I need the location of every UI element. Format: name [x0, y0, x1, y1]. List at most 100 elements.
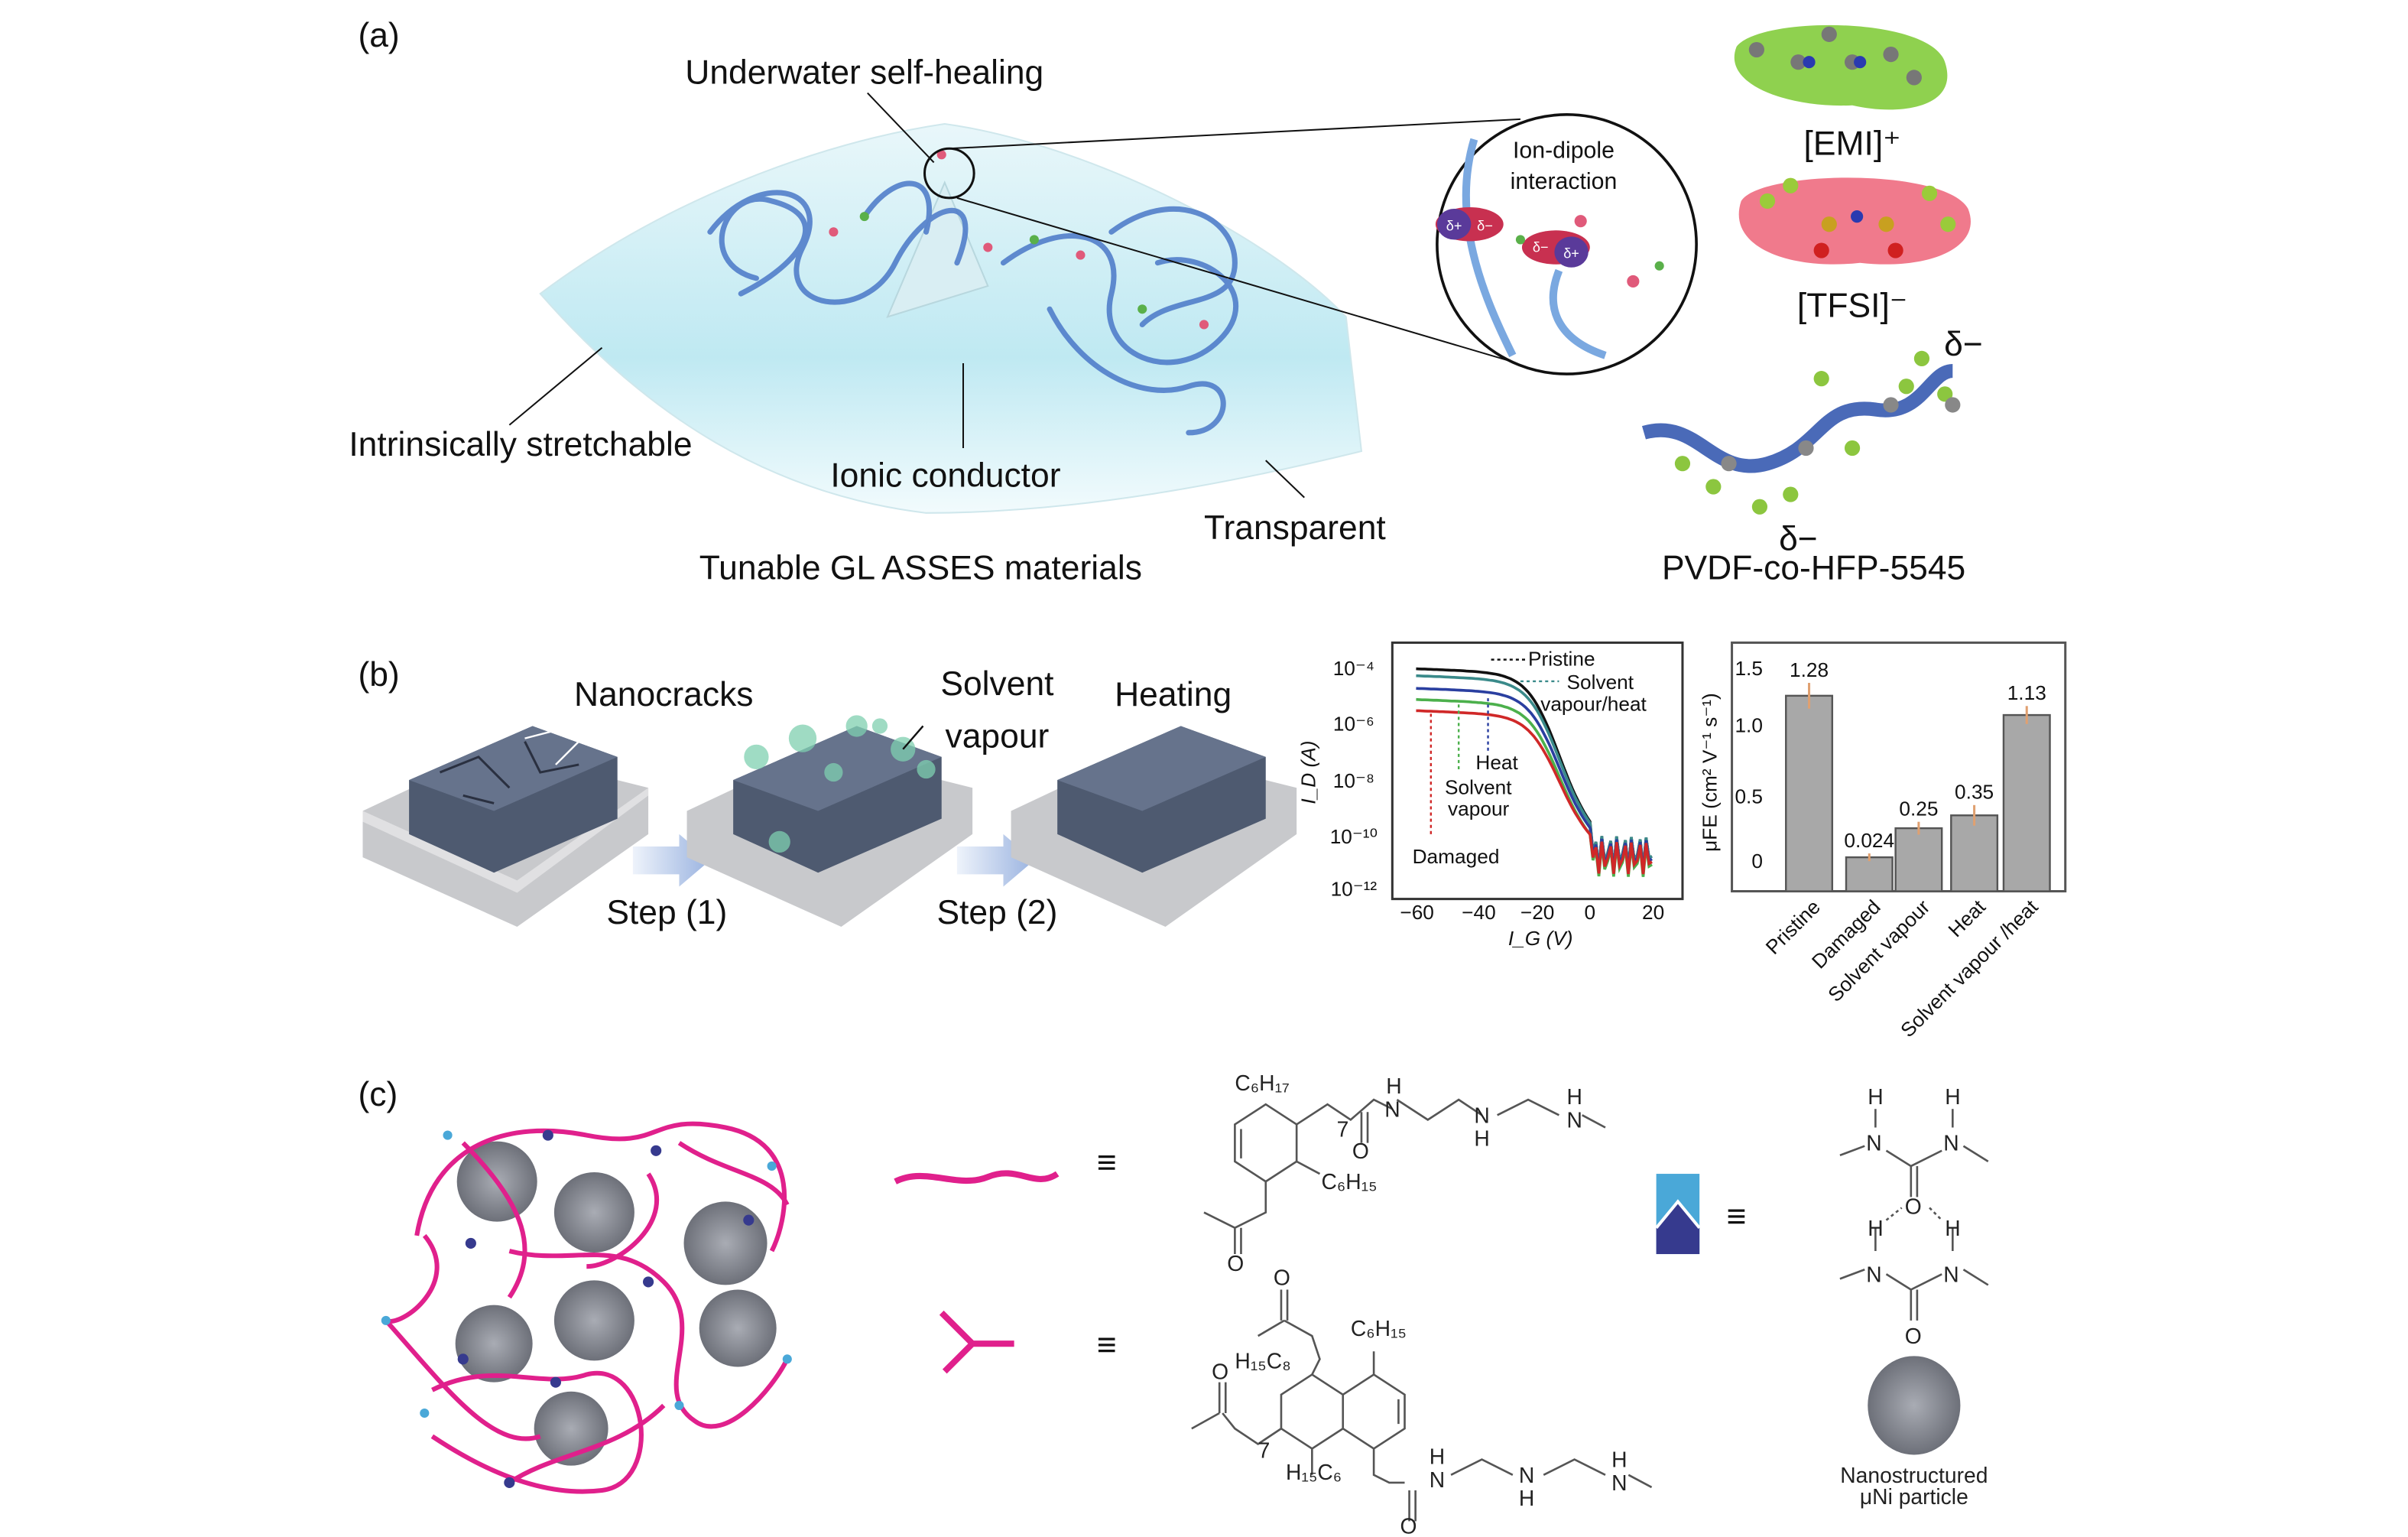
- nanocracks-label: Nanocracks: [574, 676, 753, 713]
- chem-o: O: [1212, 1360, 1228, 1384]
- chem-h: H: [1519, 1486, 1534, 1510]
- annot-damaged: Damaged: [1413, 845, 1500, 868]
- cube-nanocracks: [362, 726, 649, 927]
- hydrogen-bond-icon: [1655, 1174, 1701, 1255]
- bar-value-label: 1.28: [1790, 658, 1829, 681]
- bar: [2002, 713, 2051, 892]
- cube-solvent: [686, 715, 973, 927]
- tfsi-molecule: [1738, 177, 1971, 265]
- bar: [1785, 694, 1834, 892]
- emi-label: [EMI]⁺: [1804, 125, 1901, 162]
- category-label: Heat: [1944, 895, 1991, 941]
- transparent-label: Transparent: [1204, 509, 1386, 547]
- x-tick-label: −60: [1400, 901, 1434, 924]
- solvent-pointer: [902, 725, 924, 750]
- heating-label: Heating: [1115, 676, 1232, 713]
- chem-h: H: [1474, 1126, 1489, 1151]
- bar-value-label: 0.024: [1844, 829, 1894, 852]
- urea-h: H: [1868, 1216, 1883, 1240]
- ionic-label: Ionic conductor: [830, 457, 1060, 494]
- delta-plus-charge: δ+: [1446, 218, 1462, 233]
- urea-n: N: [1866, 1131, 1881, 1155]
- chem-h15c8: H₁₅C₈: [1235, 1348, 1290, 1373]
- underwater-self-healing-label: Underwater self-healing: [685, 54, 1043, 91]
- zoom-text-line1: Ion-dipole: [1513, 138, 1615, 163]
- delta-plus-charge-2: δ+: [1563, 246, 1579, 262]
- x-tick-label: −40: [1462, 901, 1496, 924]
- tfsi-label: [TFSI]⁻: [1797, 287, 1907, 324]
- solvent-label-line2: vapour: [946, 718, 1050, 756]
- urea-o: O: [1905, 1324, 1922, 1348]
- chem-h: H: [1430, 1444, 1445, 1469]
- chem-c6h15: C₆H₁₅: [1351, 1316, 1407, 1340]
- chem-n: N: [1567, 1107, 1582, 1132]
- y-axis-title: I_D (A): [1296, 740, 1319, 804]
- bar-value-label: 0.25: [1899, 798, 1938, 820]
- panel-c: (c) ≡ ≡ C₆H₁₇ O C₆H₁₅: [358, 1071, 1989, 1537]
- branched-polymer-icon: [939, 1310, 1014, 1374]
- urea-o: O: [1905, 1194, 1922, 1219]
- zoom-text-line2: interaction: [1511, 169, 1618, 194]
- chem-n: N: [1430, 1467, 1445, 1492]
- urea-h: H: [1868, 1084, 1883, 1109]
- chem-o: O: [1227, 1251, 1244, 1275]
- chem-n: N: [1519, 1463, 1534, 1487]
- annot-solvent-1: Solvent: [1445, 775, 1512, 798]
- zoom-line-bottom: [956, 197, 1544, 372]
- polymer-chains: [707, 180, 1239, 436]
- urea-h: H: [1945, 1216, 1960, 1240]
- step1-label: Step (1): [606, 894, 727, 931]
- y-tick-label: 10⁻¹⁰: [1330, 825, 1378, 848]
- chem-h: H: [1386, 1074, 1401, 1098]
- particle-label-line1: Nanostructured: [1840, 1463, 1988, 1487]
- ni-particle: [1868, 1356, 1961, 1455]
- y-tick-label: 10⁻⁸: [1333, 769, 1374, 792]
- panel-c-label: (c): [358, 1076, 398, 1113]
- particle-label-line2: μNi particle: [1860, 1484, 1968, 1509]
- delta-minus-charge: δ−: [1477, 218, 1493, 233]
- chem-structure-branched: O C₆H₁₅ H₁₅C₈ O 7 H₁₅C₆ O H N N H H N: [1191, 1265, 1653, 1537]
- series-line-damaged: [1416, 709, 1653, 875]
- bar: [1894, 827, 1943, 892]
- panel-a-label: (a): [358, 17, 399, 54]
- chem-n: N: [1611, 1470, 1627, 1495]
- pvdf-label: PVDF-co-HFP-5545: [1662, 550, 1965, 587]
- emi-molecule: [1734, 24, 1948, 110]
- x-axis-title: I_G (V): [1508, 927, 1573, 950]
- annot-pristine: Pristine: [1528, 648, 1595, 671]
- y-axis-title: μFE (cm² V⁻¹ s⁻¹): [1698, 693, 1721, 852]
- equiv-sign-3: ≡: [1727, 1198, 1747, 1236]
- urea-h: H: [1945, 1084, 1960, 1109]
- chem-n: N: [1474, 1103, 1489, 1127]
- callout-line: [867, 92, 935, 164]
- x-tick-label: 20: [1642, 901, 1664, 924]
- ion-dots: [829, 150, 1209, 330]
- transfer-curve-chart: 10⁻⁴ 10⁻⁶ 10⁻⁸ 10⁻¹⁰ 10⁻¹² −60 −40 −20 0…: [1296, 641, 1684, 950]
- chem-n: N: [1384, 1097, 1400, 1121]
- chem-c6h17: C₆H₁₇: [1235, 1071, 1289, 1095]
- bar: [1845, 856, 1894, 892]
- annot-svh-2: vapour/heat: [1540, 692, 1647, 715]
- bar-value-label: 1.13: [2007, 681, 2046, 704]
- gel-sheet: [539, 122, 1363, 514]
- solvent-label-line1: Solvent: [940, 665, 1054, 703]
- ion-dipole-zoom: δ+ δ− δ− δ+ Ion-dipole interaction: [1435, 113, 1698, 375]
- y-tick-label: 0.5: [1735, 785, 1762, 807]
- linear-polymer-icon: [894, 1170, 1060, 1184]
- chem-h15c6: H₁₅C₆: [1286, 1460, 1342, 1484]
- equiv-sign-2: ≡: [1097, 1326, 1117, 1363]
- y-tick-label: 10⁻⁴: [1333, 657, 1374, 680]
- y-tick-label: 1.0: [1735, 714, 1762, 737]
- panel-b: (b) Nanocracks Step (1) Solvent vapour S…: [358, 641, 2067, 1041]
- x-tick-label: 0: [1585, 901, 1596, 924]
- x-tick-label: −20: [1520, 901, 1555, 924]
- stretchable-label: Intrinsically stretchable: [349, 426, 692, 463]
- bar-value-label: 0.35: [1955, 781, 1994, 804]
- chem-o: O: [1400, 1514, 1417, 1537]
- urea-n: N: [1943, 1131, 1959, 1155]
- urea-n: N: [1943, 1262, 1959, 1286]
- chem-o: O: [1274, 1265, 1290, 1289]
- y-tick-label: 0: [1751, 850, 1763, 872]
